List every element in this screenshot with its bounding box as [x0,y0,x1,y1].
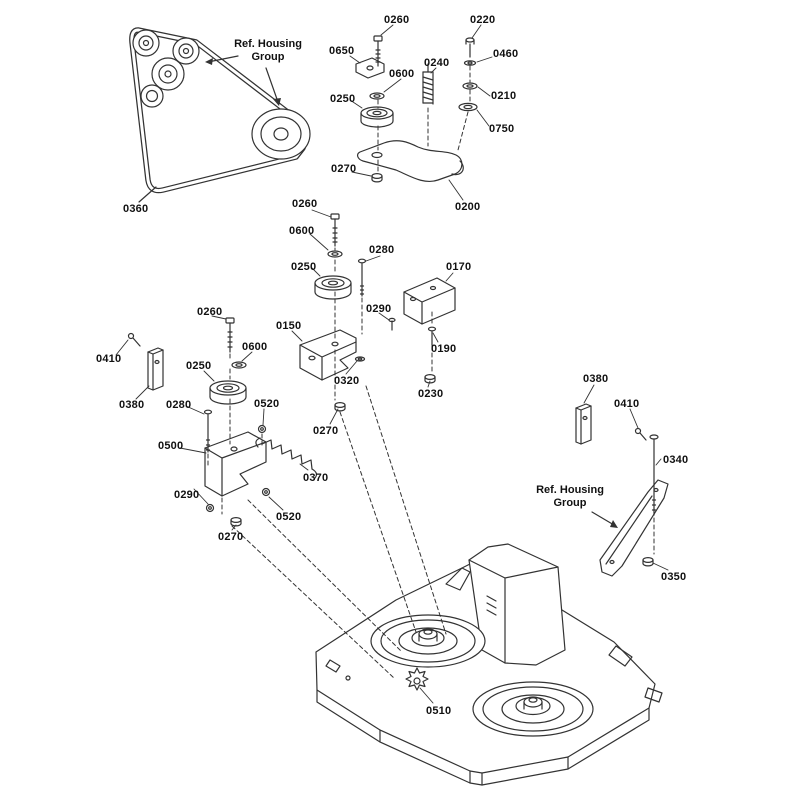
part-label-0520-a: 0520 [254,398,280,410]
part-label-0340: 0340 [663,454,689,466]
part-label-0200: 0200 [455,201,481,213]
part-label-0210: 0210 [491,90,517,102]
part-label-0510: 0510 [426,705,452,717]
part-label-0410-b: 0410 [614,398,640,410]
part-label-0250-c: 0250 [186,360,212,372]
ref-arrow-line [207,55,239,63]
part-label-0270-a: 0270 [331,163,357,175]
idler-arm-assembly [355,35,478,183]
part-label-0250-a: 0250 [330,93,356,105]
part-label-0260-b: 0260 [292,198,318,210]
part-label-0410-a: 0410 [96,353,122,365]
part-label-0350: 0350 [661,571,687,583]
part-label-0280-b: 0280 [166,399,192,411]
part-label-0320: 0320 [334,375,360,387]
part-label-0380-a: 0380 [119,399,145,411]
ref-housing-group-label-top: Ref. Housing Group [234,38,302,63]
part-label-0270-b: 0270 [313,425,339,437]
part-label-0460: 0460 [493,48,519,60]
part-label-0500: 0500 [158,440,184,452]
part-label-0650: 0650 [329,45,355,57]
part-label-0260-c: 0260 [197,306,223,318]
part-label-0600-a: 0600 [389,68,415,80]
part-label-0270-c: 0270 [218,531,244,543]
part-label-0370: 0370 [303,472,329,484]
middle-bracket-assembly [299,213,456,412]
part-label-0290-a: 0290 [366,303,392,315]
part-label-0290-b: 0290 [174,489,200,501]
belt-assembly [129,27,311,203]
left-idler-assembly [127,317,318,527]
part-label-0600-c: 0600 [242,341,268,353]
part-label-0190: 0190 [431,343,457,355]
mower-deck [315,543,663,786]
part-label-0220: 0220 [470,14,496,26]
arrowhead-icon [610,520,618,528]
leader-lines [115,24,669,704]
arrowhead-icon [273,98,281,106]
part-label-0240: 0240 [424,57,450,69]
part-label-0260-a: 0260 [384,14,410,26]
ref-housing-group-label-right: Ref. Housing Group [536,484,604,509]
part-label-0750: 0750 [489,123,515,135]
part-label-0380-b: 0380 [583,373,609,385]
leader-0360 [138,186,157,203]
right-side-parts [575,403,669,577]
part-label-0520-b: 0520 [276,511,302,523]
part-label-0150: 0150 [276,320,302,332]
part-label-0280-a: 0280 [369,244,395,256]
arrowhead-icon [205,58,213,65]
part-label-0250-b: 0250 [291,261,317,273]
part-label-0600-b: 0600 [289,225,315,237]
part-label-0170: 0170 [446,261,472,273]
assembly-axis-lines [207,46,655,679]
part-label-0230: 0230 [418,388,444,400]
part-label-0360: 0360 [123,203,149,215]
